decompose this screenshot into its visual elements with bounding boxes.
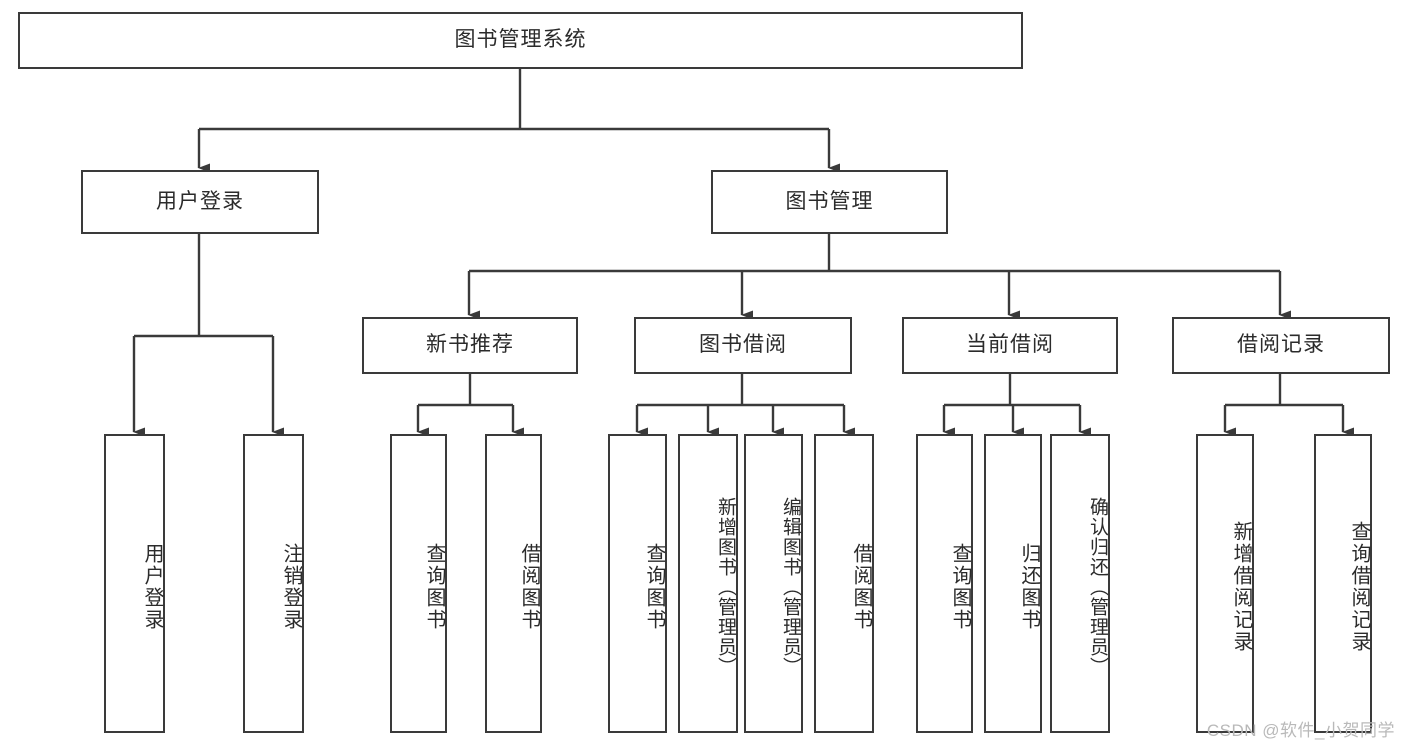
node-label: 查询图书 bbox=[423, 542, 445, 631]
node-label: 查询图书 bbox=[949, 542, 971, 631]
node-label: 用户登录 bbox=[141, 542, 163, 631]
node-leaf-confirm-return[interactable]: 确认归还（管理员） bbox=[1050, 434, 1110, 733]
node-leaf-add-record[interactable]: 新增借阅记录 bbox=[1196, 434, 1254, 733]
node-label: 借阅记录 bbox=[1237, 333, 1325, 357]
node-label: 借阅图书 bbox=[850, 542, 872, 631]
node-label: 图书管理 bbox=[785, 189, 874, 213]
node-label: 借阅图书 bbox=[518, 542, 540, 631]
node-label: 图书借阅 bbox=[699, 333, 787, 357]
node-leaf-query-record[interactable]: 查询借阅记录 bbox=[1314, 434, 1372, 733]
node-label: 当前借阅 bbox=[966, 333, 1054, 357]
node-leaf-add-book[interactable]: 新增图书（管理员） bbox=[678, 434, 738, 733]
node-leaf-query-book-1[interactable]: 查询图书 bbox=[390, 434, 447, 733]
node-label: 新增借阅记录 bbox=[1230, 520, 1252, 653]
node-leaf-borrow-book-1[interactable]: 借阅图书 bbox=[485, 434, 542, 733]
node-label: 查询借阅记录 bbox=[1348, 520, 1370, 653]
node-label: 确认归还（管理员） bbox=[1087, 496, 1108, 677]
node-book-manage[interactable]: 图书管理 bbox=[711, 170, 948, 234]
node-book-borrow[interactable]: 图书借阅 bbox=[634, 317, 852, 374]
node-root[interactable]: 图书管理系统 bbox=[18, 12, 1023, 69]
node-label: 用户登录 bbox=[156, 189, 244, 213]
node-leaf-logout[interactable]: 注销登录 bbox=[243, 434, 304, 733]
node-leaf-user-login[interactable]: 用户登录 bbox=[104, 434, 165, 733]
node-label: 编辑图书（管理员） bbox=[780, 496, 801, 677]
node-leaf-return-book[interactable]: 归还图书 bbox=[984, 434, 1042, 733]
node-borrow-record[interactable]: 借阅记录 bbox=[1172, 317, 1390, 374]
node-label: 新增图书（管理员） bbox=[715, 496, 736, 677]
node-label: 查询图书 bbox=[643, 542, 665, 631]
node-leaf-query-book-3[interactable]: 查询图书 bbox=[916, 434, 973, 733]
node-leaf-edit-book[interactable]: 编辑图书（管理员） bbox=[744, 434, 803, 733]
node-leaf-borrow-book-2[interactable]: 借阅图书 bbox=[814, 434, 874, 733]
node-current-borrow[interactable]: 当前借阅 bbox=[902, 317, 1118, 374]
node-leaf-query-book-2[interactable]: 查询图书 bbox=[608, 434, 667, 733]
node-user-login[interactable]: 用户登录 bbox=[81, 170, 319, 234]
node-label: 图书管理系统 bbox=[454, 28, 587, 52]
node-label: 注销登录 bbox=[280, 542, 302, 631]
node-new-book-rec[interactable]: 新书推荐 bbox=[362, 317, 578, 374]
node-label: 归还图书 bbox=[1018, 542, 1040, 631]
node-label: 新书推荐 bbox=[426, 333, 514, 357]
